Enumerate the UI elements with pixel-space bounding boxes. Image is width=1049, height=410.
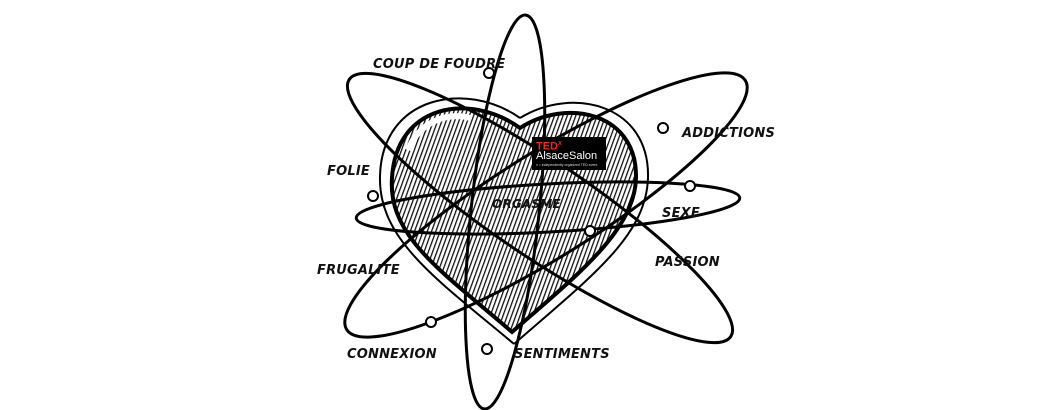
label-sexe: SEXE xyxy=(662,206,700,221)
electron-center xyxy=(584,225,596,237)
electron-markers xyxy=(367,67,696,355)
label-folie: FOLIE xyxy=(327,164,370,179)
label-frugalite: FRUGALITE xyxy=(317,263,400,278)
electron-sentiments xyxy=(481,343,493,355)
label-coup-de-foudre: COUP DE FOUDRE xyxy=(373,57,506,72)
label-addictions: ADDICTIONS xyxy=(682,126,776,141)
electron-coup-de-foudre xyxy=(483,67,495,79)
tedx-alsacesalon-logo: TEDx AlsaceSalon x = independently organ… xyxy=(532,137,606,170)
electron-sexe xyxy=(684,180,696,192)
label-passion: PASSION xyxy=(655,255,720,270)
tedx-tagline: x = independently organized TED event xyxy=(536,163,598,167)
label-sentiments: SENTIMENTS xyxy=(514,347,610,362)
electron-addictions xyxy=(657,122,669,134)
label-orgasme: ORGASME xyxy=(492,197,561,211)
tedx-brand-sup: x xyxy=(558,140,562,147)
electron-connexion xyxy=(425,316,437,328)
tedx-brand: TED xyxy=(536,140,558,153)
label-connexion: CONNEXION xyxy=(347,347,437,362)
electron-folie xyxy=(367,190,379,202)
tedx-event-name: AlsaceSalon xyxy=(536,150,598,162)
